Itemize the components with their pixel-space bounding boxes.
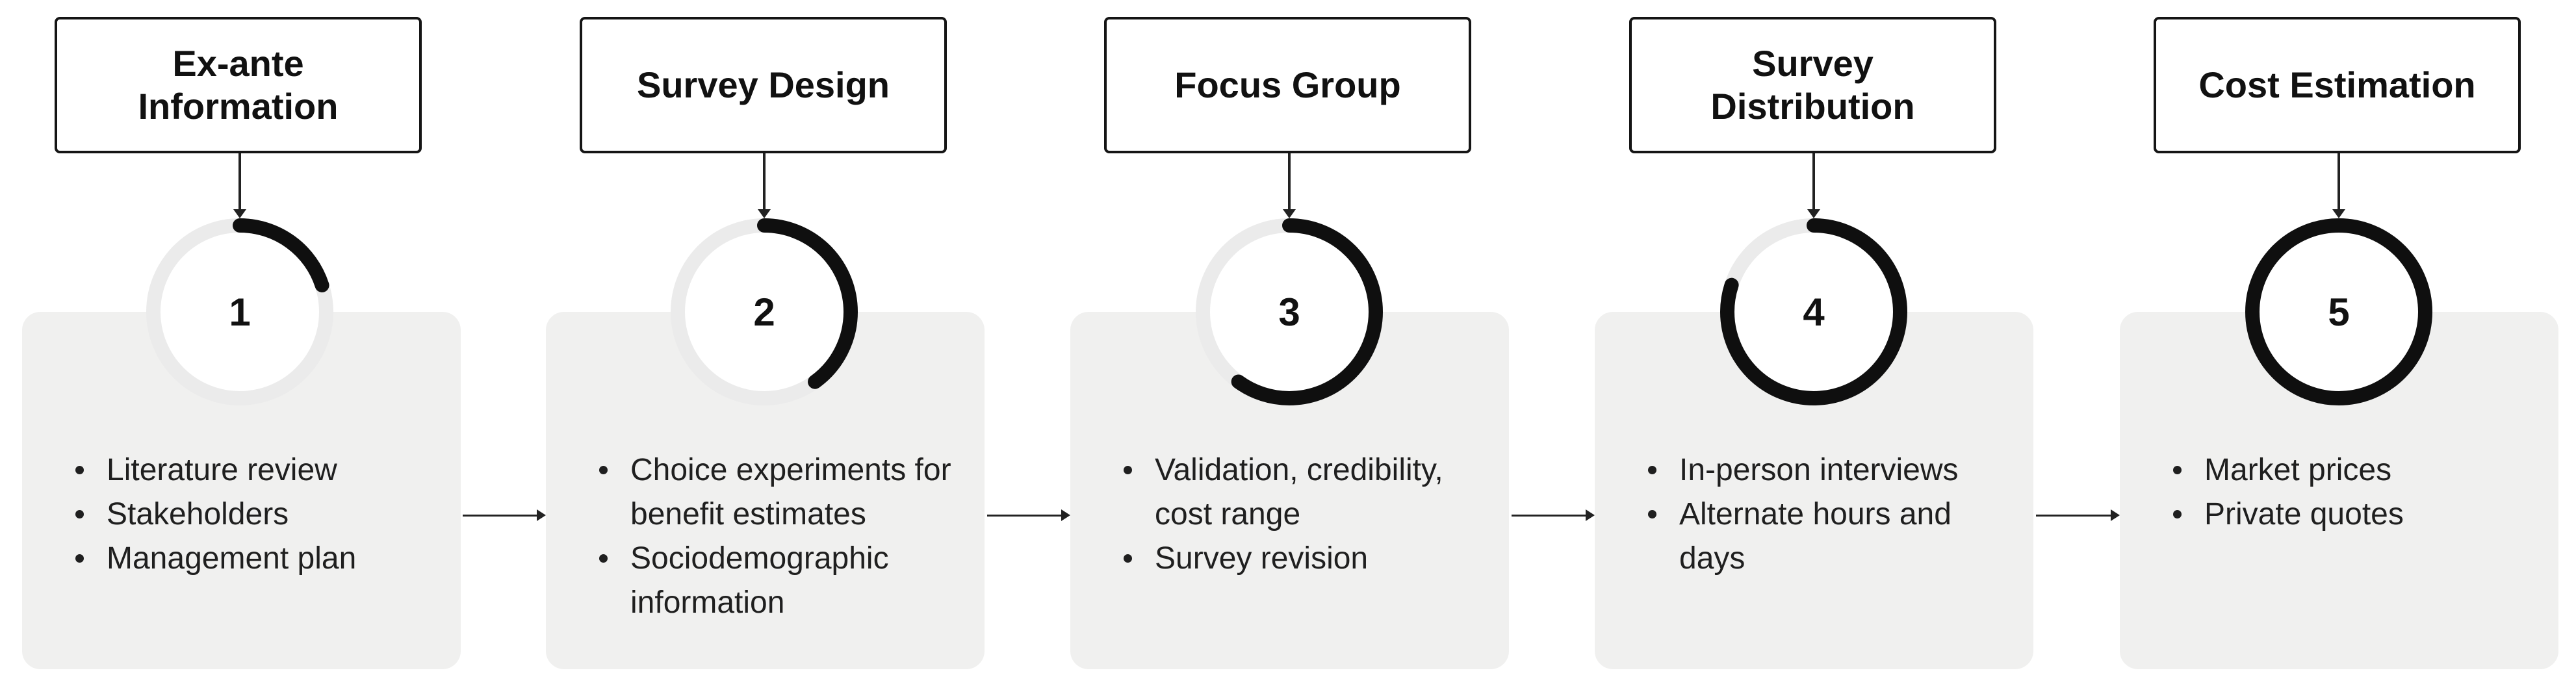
step-2-number: 2 bbox=[753, 290, 775, 334]
bullet-item: Validation, credibility, cost range bbox=[1124, 448, 1493, 537]
step-2-title-box: Survey Design bbox=[580, 17, 947, 153]
ring-progress-arc bbox=[146, 218, 333, 405]
step-2-title: Survey Design bbox=[636, 64, 890, 105]
bullet-item: Literature review bbox=[75, 448, 445, 492]
step-5-number: 5 bbox=[2328, 290, 2350, 334]
step-3-bullet-list: Validation, credibility, cost range Surv… bbox=[1070, 448, 1493, 581]
bullet-item: Sociodemographic information bbox=[599, 537, 969, 625]
bullet-item: Choice experiments for benefit estimates bbox=[599, 448, 969, 537]
flow-arrow-1-to-2 bbox=[463, 509, 546, 521]
bullet-item: Survey revision bbox=[1124, 537, 1493, 581]
bullet-item: Market prices bbox=[2173, 448, 2543, 492]
step-3-title: Focus Group bbox=[1174, 64, 1401, 105]
bullet-item: In-person interviews bbox=[1648, 448, 2018, 492]
step-4-down-arrow bbox=[1807, 153, 1820, 218]
step-1-number: 1 bbox=[229, 290, 251, 334]
step-4-progress-ring bbox=[1720, 218, 1907, 405]
step-1-title-box: Ex-ante Information bbox=[55, 17, 422, 153]
step-3-number: 3 bbox=[1278, 290, 1300, 334]
step-5-bullet-list: Market prices Private quotes bbox=[2120, 448, 2543, 537]
step-5-progress-ring bbox=[2245, 218, 2432, 405]
step-2-down-arrow bbox=[758, 153, 771, 218]
step-5-down-arrow bbox=[2332, 153, 2345, 218]
step-1-title: Ex-ante Information bbox=[138, 43, 339, 127]
flow-arrow-3-to-4 bbox=[1512, 509, 1595, 521]
ring-progress-arc bbox=[1196, 218, 1383, 405]
bullet-item: Private quotes bbox=[2173, 492, 2543, 537]
step-3-progress-ring bbox=[1196, 218, 1383, 405]
step-1-down-arrow bbox=[233, 153, 246, 218]
step-4-bullet-list: In-person interviews Alternate hours and… bbox=[1595, 448, 2018, 581]
bullet-item: Management plan bbox=[75, 537, 445, 581]
step-4-title-box: Survey Distribution bbox=[1629, 17, 1996, 153]
step-3-down-arrow bbox=[1283, 153, 1296, 218]
bullet-item: Stakeholders bbox=[75, 492, 445, 537]
flow-arrow-4-to-5 bbox=[2036, 509, 2120, 521]
flow-arrow-2-to-3 bbox=[987, 509, 1070, 521]
ring-progress-arc bbox=[1720, 218, 1907, 405]
bullet-item: Alternate hours and days bbox=[1648, 492, 2018, 581]
step-5-title-box: Cost Estimation bbox=[2154, 17, 2521, 153]
step-1-progress-ring bbox=[146, 218, 333, 405]
step-2-progress-ring bbox=[671, 218, 858, 405]
step-3-title-box: Focus Group bbox=[1104, 17, 1471, 153]
step-2-bullet-list: Choice experiments for benefit estimates… bbox=[546, 448, 969, 625]
ring-progress-arc bbox=[671, 218, 858, 405]
step-4-title: Survey Distribution bbox=[1710, 43, 1915, 127]
step-5-title: Cost Estimation bbox=[2198, 64, 2476, 105]
step-4-number: 4 bbox=[1803, 290, 1825, 334]
step-1-bullet-list: Literature review Stakeholders Managemen… bbox=[22, 448, 445, 581]
ring-progress-arc bbox=[2245, 218, 2432, 405]
